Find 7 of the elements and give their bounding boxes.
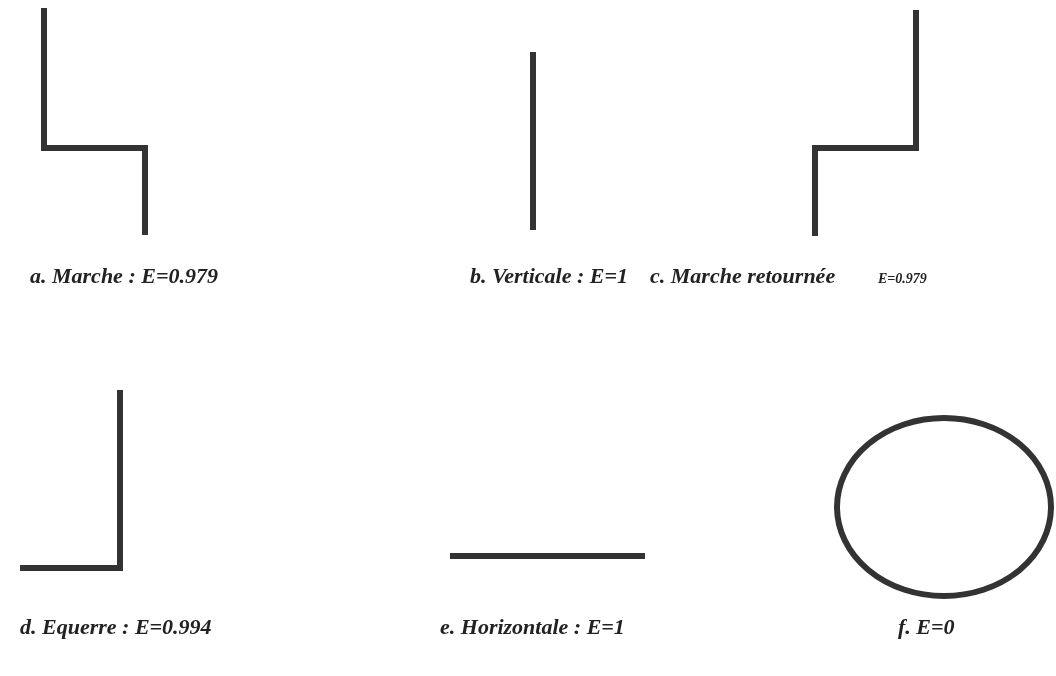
caption: d. Equerre : E=0.994 [20, 616, 212, 638]
caption: a. Marche : E=0.979 [30, 265, 218, 287]
caption: e. Horizontale : E=1 [440, 616, 625, 638]
caption: E=0.979 [878, 272, 927, 286]
caption: c. Marche retournée [650, 265, 836, 287]
caption: f. E=0 [898, 616, 955, 638]
caption: b. Verticale : E=1 [470, 265, 628, 287]
